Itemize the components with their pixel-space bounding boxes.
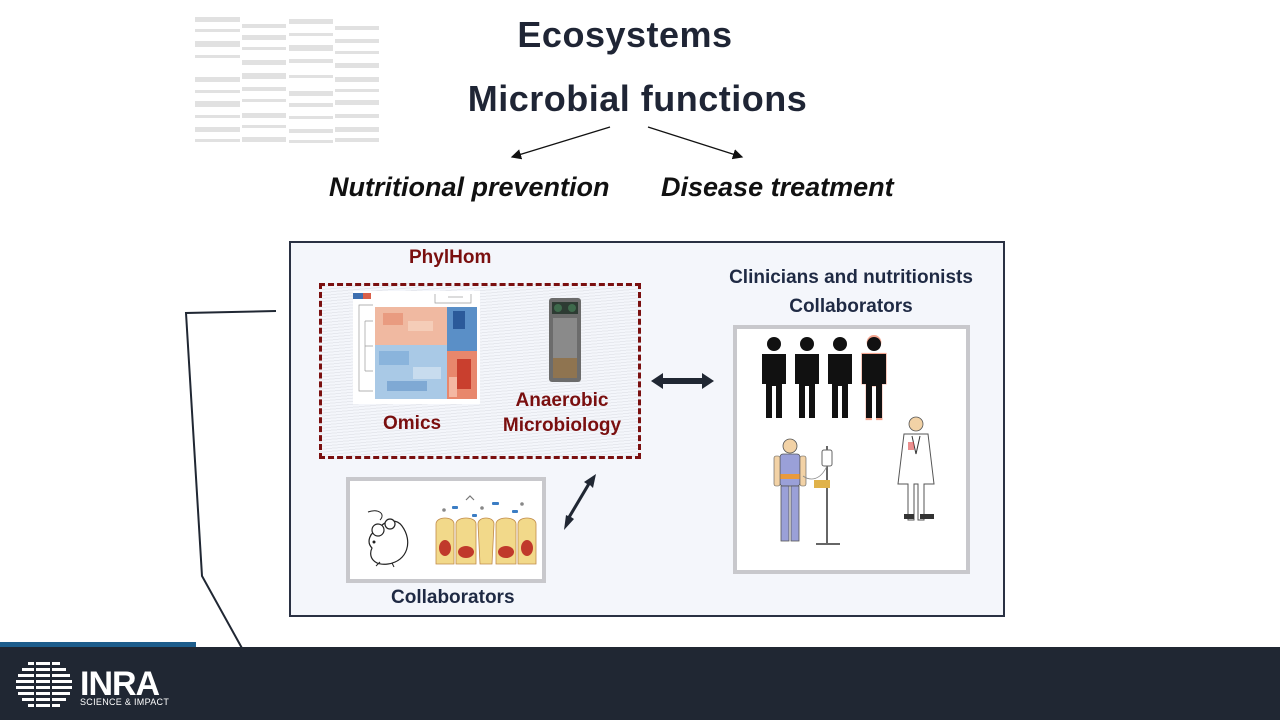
patients-silhouettes-icon [751,334,901,424]
outcome-nutritional-prevention: Nutritional prevention [329,172,610,202]
footer-accent-bar [0,642,196,647]
title-microbial-functions: Microbial functions [467,78,808,119]
double-arrow-horizontal [651,373,714,389]
patient-iv-icon [773,438,840,545]
arrow-right [647,126,744,160]
inra-logo-globe-icon [16,662,72,708]
doctor-icon [897,416,935,521]
anaerobic-label-line1: Anaerobic [515,390,609,411]
double-arrow-diagonal [564,474,596,530]
clinicians-label: Clinicians and nutritionists Collaborato… [706,263,996,321]
anaerobic-label-line2: Microbiology [502,415,622,436]
phylhom-label: PhylHom [409,247,492,268]
title-arrows [510,126,744,160]
gut-epithelium-image [435,495,537,565]
outcome-disease-treatment: Disease treatment [661,172,894,202]
anaerobic-chamber-image [549,298,581,382]
collaborators-label: Collaborators [391,587,515,608]
mouse-icon [367,510,409,568]
footer-bar [0,647,1280,720]
clinicians-label-line2: Collaborators [789,296,913,317]
faded-table-decoration [195,17,379,143]
anaerobic-microbiology-label: Anaerobic Microbiology [497,388,627,438]
heatmap-image [353,291,480,404]
inra-logo-text: INRA [80,665,160,703]
omics-label: Omics [383,413,442,434]
connector-line [184,310,277,651]
title-ecosystems: Ecosystems [517,14,733,55]
arrow-left [510,126,611,160]
inra-logo-subtitle: SCIENCE & IMPACT [80,697,170,707]
clinicians-label-line1: Clinicians and nutritionists [729,267,973,288]
